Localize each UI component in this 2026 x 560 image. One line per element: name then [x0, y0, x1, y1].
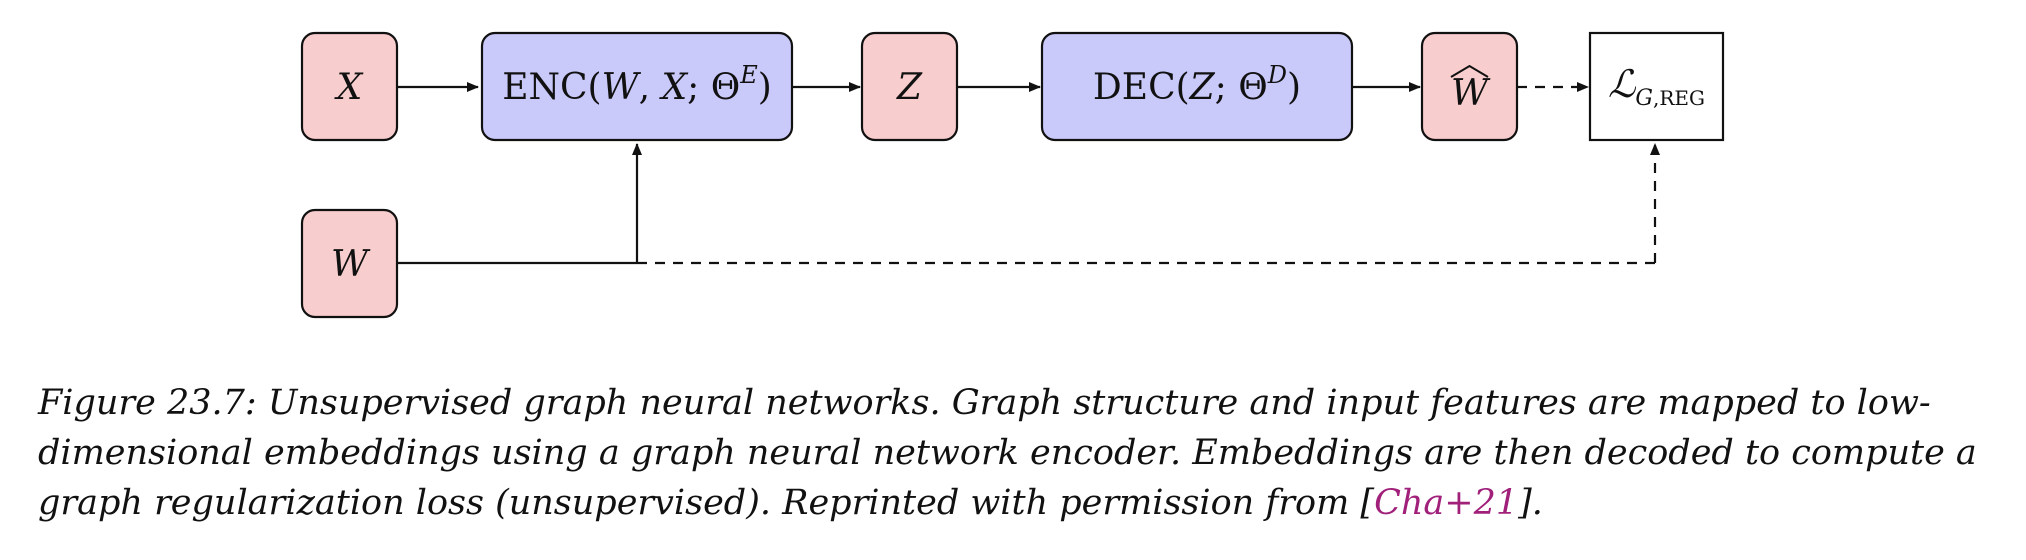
node-loss: ℒG,REG [1588, 31, 1725, 142]
node-w-hat: W [1420, 31, 1519, 142]
node-loss-label: ℒG,REG [1608, 62, 1705, 111]
node-decoder-box [1040, 31, 1354, 142]
node-z: Z [860, 31, 959, 142]
figure-caption: Figure 23.7: Unsupervised graph neural n… [38, 378, 1993, 528]
hat-accent [1450, 64, 1489, 78]
node-w: W [300, 208, 399, 319]
node-encoder-label: ENC(W, X; ΘE) [502, 61, 772, 108]
caption-line-1: Figure 23.7: Unsupervised graph neural n… [38, 383, 1931, 423]
node-x-label: X [334, 67, 364, 108]
node-z-label: Z [896, 67, 923, 108]
node-w-box [300, 208, 399, 319]
node-encoder: ENC(W, X; ΘE) [480, 31, 794, 142]
node-z-box [860, 31, 959, 142]
node-w-label: W [331, 244, 371, 285]
caption-line-3: graph regularization loss (unsupervised)… [38, 478, 1993, 528]
caption-line-3-end: ]. [1518, 483, 1543, 523]
node-w-hat-box [1420, 31, 1519, 142]
node-encoder-box [480, 31, 794, 142]
node-x: X [300, 31, 399, 142]
caption-line-3-text: graph regularization loss (unsupervised)… [38, 483, 1375, 523]
node-x-box [300, 31, 399, 142]
gnn-diagram: X ENC(W, X; ΘE) Z DEC(Z; ΘD) W W [300, 31, 1725, 319]
caption-line-2: dimensional embeddings using a graph neu… [38, 433, 1977, 473]
citation-link[interactable]: Cha+21 [1374, 483, 1519, 523]
node-decoder-label: DEC(Z; ΘD) [1093, 61, 1301, 108]
node-w-hat-label: W [1451, 73, 1491, 114]
node-loss-box [1588, 31, 1725, 142]
node-decoder: DEC(Z; ΘD) [1040, 31, 1354, 142]
